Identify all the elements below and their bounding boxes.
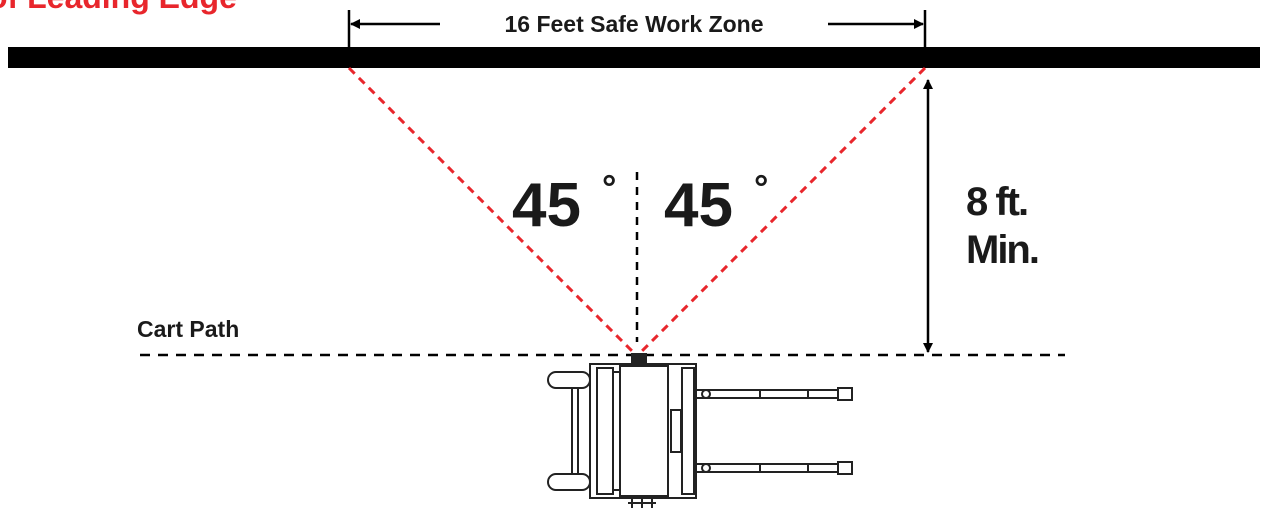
leading-edge-bar bbox=[8, 47, 1260, 68]
zone-width-dimension: 16 Feet Safe Work Zone bbox=[347, 10, 927, 48]
angle-left-value: 45 bbox=[512, 171, 581, 240]
sight-lines bbox=[347, 66, 927, 357]
height-label-line1: 8 ft. bbox=[966, 180, 1027, 224]
angle-right-degree: ° bbox=[754, 167, 768, 208]
angle-left-degree: ° bbox=[602, 167, 616, 208]
diagram-title: of Leading Edge bbox=[0, 0, 237, 15]
cart-path-label: Cart Path bbox=[137, 316, 239, 342]
angle-right-value: 45 bbox=[664, 171, 733, 240]
zone-label: 16 Feet Safe Work Zone bbox=[504, 11, 763, 37]
cart-illustration bbox=[547, 353, 853, 508]
height-label-line2: Min. bbox=[966, 228, 1038, 272]
